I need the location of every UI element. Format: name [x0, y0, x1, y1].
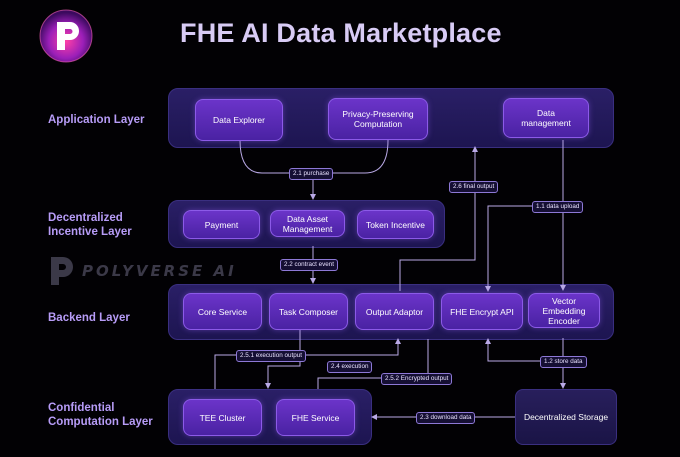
token-incentive-node: Token Incentive — [357, 210, 434, 239]
flow-execution-output-line — [214, 338, 401, 389]
privacy-computation-node: Privacy-Preserving Computation — [328, 98, 428, 140]
flow-final-output-line — [399, 146, 478, 291]
polyverse-logo — [39, 9, 93, 63]
backend-layer-label: Backend Layer — [48, 312, 130, 324]
flow-encrypted-output-line — [317, 339, 429, 389]
fhe-encrypt-api-node: FHE Encrypt API — [441, 293, 523, 330]
flow-tag-data-upload: 1.1 data upload — [532, 201, 584, 213]
watermark-text: POLYVERSE AI — [82, 262, 237, 280]
polyverse-watermark: POLYVERSE AI — [48, 256, 237, 286]
task-composer-node: Task Composer — [269, 293, 348, 330]
tee-cluster-node: TEE Cluster — [183, 399, 262, 436]
computation-layer-label: Confidential Computation Layer — [48, 402, 153, 428]
flow-data-upload-branch — [485, 205, 563, 292]
application-layer-label: Application Layer — [48, 114, 145, 126]
flow-tag-store-data: 1.2 store data — [540, 356, 587, 368]
vector-embedding-encoder-node: Vector Embedding Encoder — [528, 293, 600, 328]
flow-tag-download-data: 2.3 download data — [416, 412, 476, 424]
data-management-node: Data management — [503, 98, 589, 138]
flow-tag-encrypted-output: 2.5.2 Encrypted output — [381, 373, 453, 385]
flow-tag-execution: 2.4 execution — [327, 361, 373, 373]
decentralized-storage-node: Decentralized Storage — [515, 389, 617, 445]
flow-tag-contract-event: 2.2 contract event — [280, 259, 339, 271]
flow-tag-purchase: 2.1 purchase — [289, 168, 334, 180]
incentive-layer-label: Decentralized Incentive Layer — [48, 212, 132, 238]
polyverse-mark-icon — [51, 257, 73, 285]
page-title: FHE AI Data Marketplace — [180, 18, 502, 48]
flow-tag-final-output: 2.6 final output — [449, 181, 499, 193]
core-service-node: Core Service — [183, 293, 262, 330]
data-explorer-node: Data Explorer — [195, 99, 283, 141]
fhe-service-node: FHE Service — [276, 399, 355, 436]
data-asset-management-node: Data Asset Management — [270, 210, 345, 237]
flow-store-data-branch — [485, 338, 563, 362]
output-adaptor-node: Output Adaptor — [355, 293, 434, 330]
flow-execution-line — [265, 330, 301, 389]
flow-tag-execution-output: 2.5.1 execution output — [236, 350, 306, 362]
payment-node: Payment — [183, 210, 260, 239]
